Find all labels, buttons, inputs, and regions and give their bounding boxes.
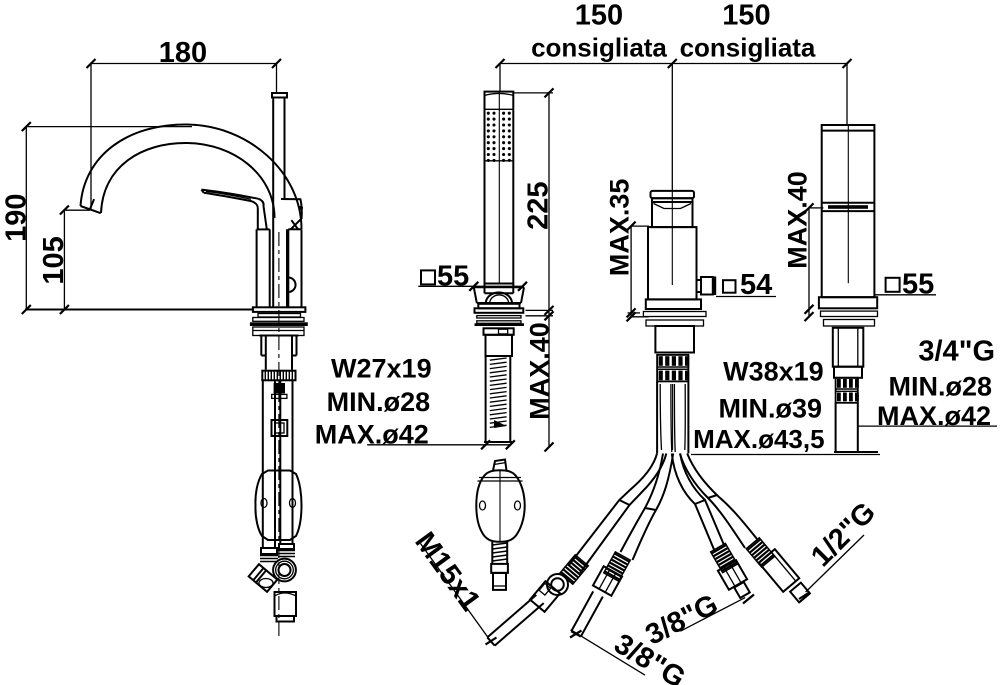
svg-text:MAX.40: MAX.40	[525, 322, 555, 420]
svg-text:MAX.ø42: MAX.ø42	[877, 401, 991, 431]
svg-text:MIN.ø28: MIN.ø28	[888, 371, 992, 401]
svg-text:54: 54	[740, 269, 772, 301]
svg-text:3/4"G: 3/4"G	[918, 336, 995, 368]
svg-text:MIN.ø28: MIN.ø28	[327, 387, 431, 417]
svg-text:150: 150	[575, 0, 623, 32]
svg-text:W38x19: W38x19	[723, 357, 824, 387]
svg-text:180: 180	[159, 37, 207, 69]
svg-text:MIN.ø39: MIN.ø39	[718, 394, 822, 424]
svg-text:W27x19: W27x19	[331, 354, 432, 384]
svg-text:150: 150	[722, 0, 770, 32]
svg-text:MAX.40: MAX.40	[783, 171, 813, 269]
svg-text:MAX.35: MAX.35	[605, 179, 635, 277]
svg-text:225: 225	[523, 182, 555, 230]
svg-text:55: 55	[902, 268, 934, 300]
svg-text:105: 105	[38, 236, 70, 284]
svg-text:55: 55	[437, 261, 469, 293]
svg-text:consigliata: consigliata	[531, 33, 667, 63]
svg-text:190: 190	[1, 194, 33, 242]
svg-text:MAX.ø42: MAX.ø42	[315, 419, 429, 449]
svg-text:consigliata: consigliata	[680, 33, 816, 63]
svg-text:MAX.ø43,5: MAX.ø43,5	[693, 424, 825, 454]
